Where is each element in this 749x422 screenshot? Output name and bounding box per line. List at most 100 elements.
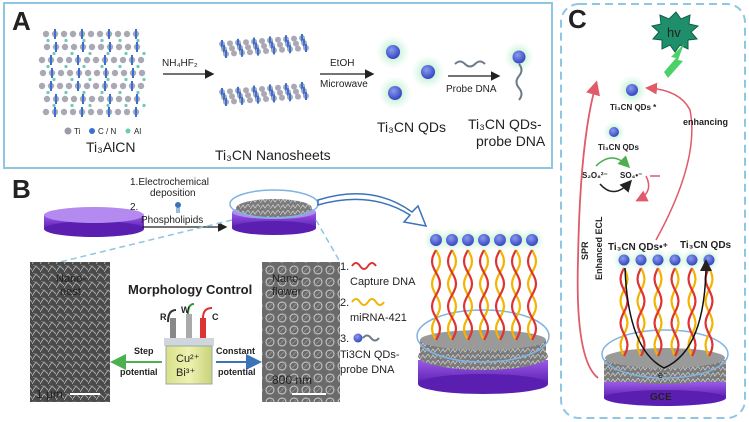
quantum-dot — [618, 254, 630, 266]
al-atom — [124, 77, 128, 82]
ti-atom — [227, 88, 233, 95]
excited-label: Ti₃CN QDs * — [610, 103, 657, 112]
cn-bond — [104, 55, 106, 65]
ti-atom — [279, 46, 285, 53]
ti-atom — [56, 82, 64, 90]
al-atom — [88, 51, 92, 56]
cn-bond — [82, 42, 84, 52]
ti-atom — [57, 69, 65, 77]
cn-bond — [239, 43, 241, 52]
constant-arrow-1: Constant — [216, 346, 255, 356]
ti-atom — [114, 30, 122, 38]
cn-bond — [285, 35, 287, 44]
gce-label: GCE — [650, 392, 672, 403]
ti-atom — [295, 93, 301, 100]
cn-bond — [82, 94, 84, 104]
al-legend-dot — [125, 128, 131, 134]
legend-al: Al — [134, 127, 141, 136]
capture-dna-strand — [636, 267, 646, 357]
label-probe-line1: Ti₃CN QDs- — [468, 116, 542, 132]
cn-bond — [271, 89, 273, 98]
al-atom — [70, 77, 74, 82]
ti-atom — [263, 48, 269, 54]
ti-atom — [291, 83, 297, 90]
quantum-dot — [635, 254, 647, 266]
ti-atom — [84, 69, 92, 77]
al-atom — [82, 38, 86, 43]
ti-atom — [96, 30, 104, 38]
cn-bond — [303, 39, 305, 47]
sem-left-label-2: nest — [60, 286, 81, 298]
ti-atom — [137, 82, 145, 90]
ti-atom — [259, 38, 265, 44]
cn-bond — [237, 86, 239, 95]
ti-atom — [245, 44, 251, 51]
cn-bond — [136, 94, 138, 104]
cn-bond — [136, 42, 138, 52]
probe-legend-strand-icon — [362, 334, 380, 342]
sem-nanonest-image — [30, 262, 110, 402]
cn-bond — [81, 29, 83, 39]
ion-cu: Cu²⁺ — [176, 353, 200, 365]
ti-atom — [70, 95, 78, 103]
ti-atom — [263, 96, 269, 102]
quantum-dot — [446, 234, 458, 246]
ti-atom — [275, 84, 281, 91]
label-nanosheets: Ti₃CN Nanosheets — [215, 147, 331, 163]
ti-atom — [261, 91, 267, 97]
quantum-dot — [526, 234, 538, 246]
capture-dna-strand — [494, 249, 506, 341]
cn-bond — [301, 82, 303, 90]
ti-atom — [61, 95, 69, 103]
cn-bond — [54, 107, 56, 117]
capture-dna-strand — [430, 249, 442, 341]
al-atom — [142, 51, 146, 56]
legend-2: miRNA-421 — [350, 312, 407, 324]
ti-atom — [115, 43, 123, 51]
ti-atom — [65, 82, 73, 90]
cn-bond — [135, 107, 137, 117]
sem-nanoflower-image — [262, 262, 340, 402]
ti-atom — [247, 49, 253, 56]
ti-atom — [88, 43, 96, 51]
cn-bond — [253, 37, 255, 46]
step-2-num: 2. — [130, 202, 138, 213]
ground-label: Ti₃CN QDs — [598, 143, 639, 152]
ion-bi: Bi³⁺ — [176, 367, 195, 379]
capture-dna-strand — [446, 249, 458, 341]
sem-right-label-1: Nano- — [272, 273, 302, 285]
persulfate: S₂O₈²⁻ — [582, 171, 608, 180]
step-arrow-1: Step — [134, 346, 154, 356]
curved-arrow-to-sensor — [317, 192, 428, 227]
ti-atom — [123, 30, 131, 38]
panel-c: C hv Ti₃CN QDs * Ti₃CN QDs S₂O₈²⁻ SO₄•⁻ … — [560, 3, 746, 419]
ti-atom — [293, 40, 299, 47]
ti-atom — [42, 30, 50, 38]
al-atom — [136, 64, 140, 69]
ti-atom — [245, 92, 251, 99]
al-atom — [124, 51, 128, 56]
al-atom — [100, 38, 104, 43]
sensor-assembly — [416, 228, 550, 394]
ti-atom — [231, 50, 237, 57]
electrode-c: C — [212, 312, 219, 322]
capture-dna-strand — [687, 267, 697, 357]
quantum-dot — [430, 234, 442, 246]
spr-label: SPR — [580, 241, 590, 260]
ti-atom — [87, 108, 95, 116]
sem-left-scale: 1 μm — [36, 387, 63, 401]
ti-atom — [277, 41, 283, 48]
ti-atom — [43, 95, 51, 103]
al-atom — [82, 64, 86, 69]
ti-atom — [124, 43, 132, 51]
capture-dna-strand — [462, 249, 474, 341]
electrode-r: R — [160, 312, 167, 322]
cn-bond — [225, 98, 227, 106]
cn-bond — [241, 96, 243, 105]
cn-bond — [269, 84, 271, 93]
probe-strand-icon — [515, 63, 523, 101]
al-atom — [118, 38, 122, 43]
al-atom — [118, 90, 122, 95]
quantum-dot — [478, 234, 490, 246]
